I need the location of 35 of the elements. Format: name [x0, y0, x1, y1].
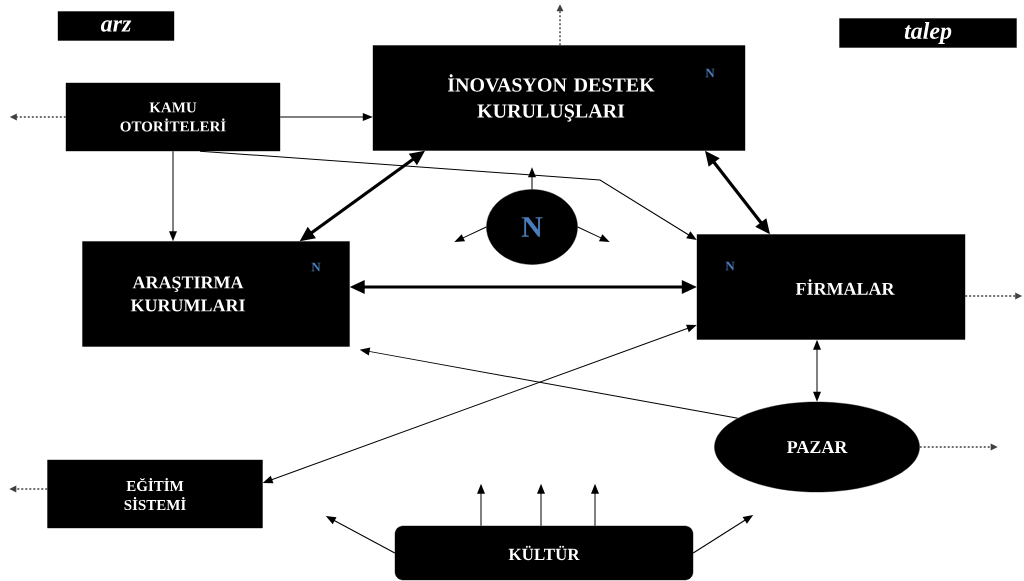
- arrow: [705, 150, 770, 235]
- n-mark: N: [725, 261, 735, 271]
- n-mark: N: [705, 68, 715, 78]
- process-box: ARAŞTIRMA KURUMLARI N: [82, 241, 350, 347]
- arrow: [964, 292, 1023, 300]
- arrow: [813, 339, 821, 402]
- heading-band: arz: [57, 11, 175, 41]
- arrow: [299, 150, 425, 242]
- arrow: [199, 150, 697, 240]
- n-mark: N: [311, 262, 321, 272]
- arrow: [591, 483, 599, 527]
- heading-band: talep: [839, 18, 1017, 48]
- arrow: [349, 280, 697, 294]
- arrow: [577, 226, 610, 242]
- arrow: [692, 515, 754, 554]
- process-box: KAMU OTORİTELERİ: [65, 82, 281, 152]
- process-box: İNOVASYON DESTEK KURULUŞLARI N: [372, 45, 746, 151]
- arrow: [262, 324, 697, 484]
- arrow: [169, 150, 177, 242]
- oval-node: PAZAR: [714, 401, 920, 493]
- arrow: [359, 347, 739, 419]
- arrow: [9, 485, 48, 493]
- arrow: [454, 226, 487, 242]
- arrow: [556, 4, 564, 46]
- rounded-box: KÜLTÜR: [394, 525, 694, 581]
- circle-node: N: [486, 189, 578, 265]
- process-box: EĞİTİM SİSTEMİ: [47, 459, 263, 529]
- arrow: [9, 113, 67, 121]
- arrow: [279, 113, 373, 121]
- arrow: [477, 483, 485, 527]
- arrow: [919, 443, 998, 451]
- arrow: [325, 516, 396, 554]
- arrow: [528, 167, 536, 190]
- process-box: FİRMALAR N: [696, 234, 966, 340]
- arrow: [537, 483, 545, 527]
